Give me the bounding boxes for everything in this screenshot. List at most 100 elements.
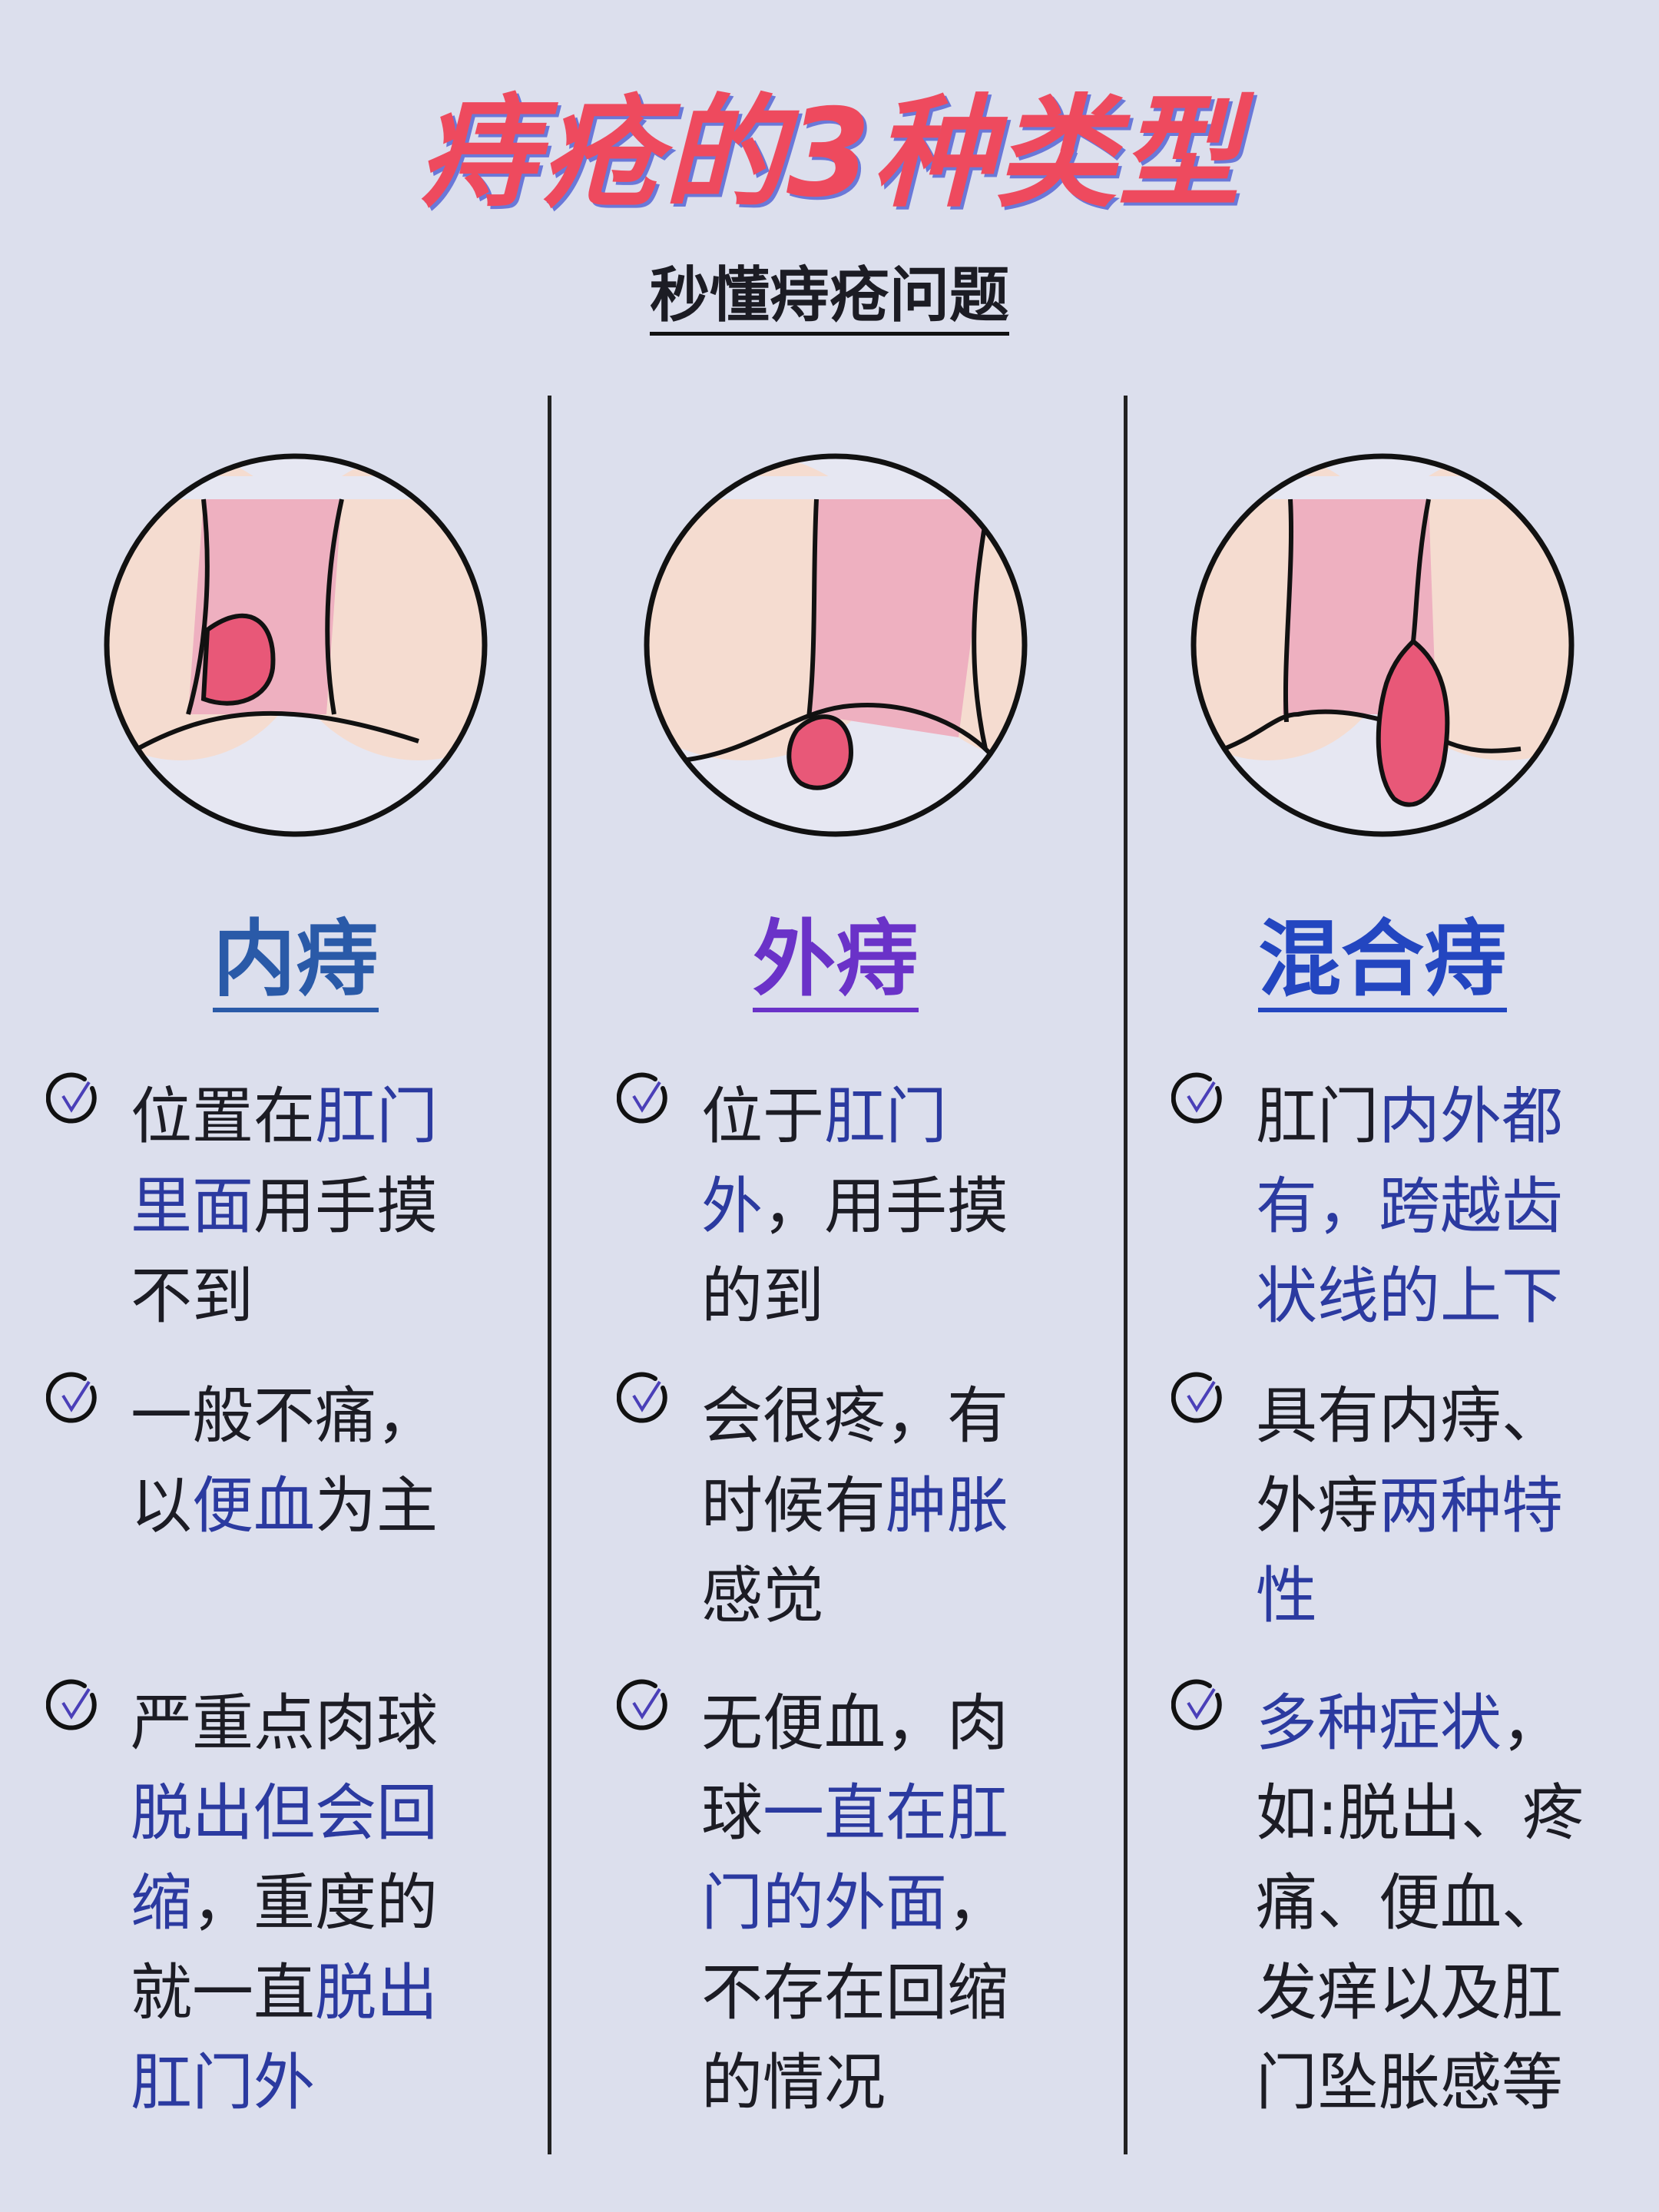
check-circle-icon (617, 1679, 667, 1730)
check-circle-icon (46, 1679, 97, 1730)
highlighted-text: 缩 (131, 1867, 192, 1939)
internal-hemorrhoid-diagram (107, 456, 485, 834)
highlighted-text: 里面 (131, 1171, 253, 1242)
list-item: 具有内痔、外痔两种特性 (1171, 1371, 1659, 1641)
hemorrhoid-illustration (104, 453, 488, 837)
bullet-lines: 多种症状，如:脱出、疼痛、便血、发痒以及肛门坠胀感等 (1256, 1678, 1584, 2128)
bullet-text: 肛门 (1256, 1081, 1379, 1152)
highlighted-text: 门的外面 (701, 1867, 947, 1939)
highlighted-text: 肿胀 (886, 1470, 1008, 1541)
bullet-text: 感觉 (701, 1560, 824, 1631)
bullet-line: 门的外面， (701, 1858, 1008, 1948)
page-title: 痔疮的3种类型 (418, 83, 1241, 224)
bullet-text: 为主 (315, 1470, 438, 1541)
bullet-line: 以便血为主 (131, 1461, 438, 1551)
column-divider (548, 396, 551, 2154)
bullet-text: ，用手摸 (763, 1171, 1008, 1242)
bullet-line: 里面用手摸 (131, 1161, 438, 1251)
bullet-line: 具有内痔、 (1256, 1371, 1563, 1461)
bullet-text: 不到 (131, 1260, 253, 1332)
column-divider (1124, 396, 1128, 2154)
list-item: 一般不痛， 以便血为主 (46, 1371, 568, 1551)
bullet-text: 会很疼，有 (701, 1380, 1008, 1452)
bullet-line: 缩，重度的 (131, 1858, 438, 1948)
list-item: 会很疼，有时候有肿胀感觉 (617, 1371, 1139, 1641)
check-circle-icon (1171, 1679, 1222, 1730)
highlighted-text: 肛门 (315, 1081, 438, 1152)
bullet-line: 的情况 (701, 2038, 1008, 2128)
bullet-line: 严重点肉球 (131, 1678, 438, 1768)
list-item: 多种症状，如:脱出、疼痛、便血、发痒以及肛门坠胀感等 (1171, 1678, 1659, 2128)
bullet-lines: 位于肛门外，用手摸的到 (701, 1071, 1008, 1341)
bullet-line: 肛门外 (131, 2038, 438, 2128)
bullet-line: 感觉 (701, 1551, 1008, 1641)
bullet-line: 的到 (701, 1251, 1008, 1341)
list-item: 无便血，肉球一直在肛门的外面， 不存在回缩的情况 (617, 1678, 1139, 2128)
list-item: 位于肛门外，用手摸的到 (617, 1071, 1139, 1341)
bullet-line: 外痔两种特 (1256, 1461, 1563, 1551)
highlighted-text: 一直在肛 (763, 1777, 1008, 1849)
bullet-lines: 会很疼，有时候有肿胀感觉 (701, 1371, 1008, 1641)
bullet-line: 肛门内外都 (1256, 1071, 1563, 1161)
bullet-line: 痛、便血、 (1256, 1858, 1584, 1948)
bullet-line: 发痒以及肛 (1256, 1948, 1584, 2038)
bullet-lines: 一般不痛， 以便血为主 (131, 1371, 438, 1551)
external-hemorrhoid-diagram (647, 456, 1025, 834)
highlighted-text: 便血 (192, 1470, 315, 1541)
highlighted-text: 多种症状 (1256, 1687, 1502, 1759)
bullet-line: 位置在肛门 (131, 1071, 438, 1161)
bullet-line: 多种症状， (1256, 1678, 1584, 1768)
bullet-line: 不存在回缩 (701, 1948, 1008, 2038)
hemorrhoid-illustration (644, 453, 1028, 837)
highlighted-text: 肛门 (824, 1081, 947, 1152)
bullet-text: 如:脱出、疼 (1256, 1777, 1584, 1849)
bullet-text: 痛、便血、 (1256, 1867, 1563, 1939)
bullet-line: 会很疼，有 (701, 1371, 1008, 1461)
check-circle-icon (1171, 1072, 1222, 1124)
bullet-line: 外，用手摸 (701, 1161, 1008, 1251)
check-circle-icon (46, 1072, 97, 1124)
bullet-text: 具有内痔、 (1256, 1380, 1563, 1452)
type-heading-text: 外痔 (752, 912, 919, 1012)
bullet-lines: 具有内痔、外痔两种特性 (1256, 1371, 1563, 1641)
bullet-line: 时候有肿胀 (701, 1461, 1008, 1551)
bullet-line: 不到 (131, 1251, 438, 1341)
highlighted-text: 脱出但会回 (131, 1777, 438, 1849)
mixed-hemorrhoid-diagram (1194, 456, 1571, 834)
bullet-line: 球一直在肛 (701, 1768, 1008, 1858)
bullet-line: 性 (1256, 1551, 1563, 1641)
bullet-line: 状线的上下 (1256, 1251, 1563, 1341)
highlighted-text: 肛门外 (131, 2047, 315, 2118)
bullet-line: 如:脱出、疼 (1256, 1768, 1584, 1858)
column-external: 外痔 位于肛门外，用手摸的到 会很疼，有时候有肿胀感觉 无便血，肉球一直在肛门的… (601, 445, 1139, 2174)
bullet-lines: 严重点肉球脱出但会回缩，重度的就一直脱出肛门外 (131, 1678, 438, 2128)
bullet-text: ，重度的 (192, 1867, 438, 1939)
bullet-line: 脱出但会回 (131, 1768, 438, 1858)
bullet-lines: 无便血，肉球一直在肛门的外面， 不存在回缩的情况 (701, 1678, 1008, 2128)
hemorrhoid-illustration (1190, 453, 1575, 837)
type-heading: 内痔 (27, 910, 565, 1012)
type-heading-text: 混合痔 (1257, 912, 1507, 1012)
bullet-text: 的情况 (701, 2047, 886, 2118)
list-item: 严重点肉球脱出但会回缩，重度的就一直脱出肛门外 (46, 1678, 568, 2128)
list-item: 肛门内外都有，跨越齿状线的上下 (1171, 1071, 1659, 1341)
bullet-text: 严重点肉球 (131, 1687, 438, 1759)
bullet-text: 时候有 (701, 1470, 886, 1541)
highlighted-text: 有，跨越齿 (1256, 1171, 1563, 1242)
highlighted-text: 性 (1256, 1560, 1317, 1631)
bullet-text: ， (1502, 1687, 1563, 1759)
bullet-text: 就一直 (131, 1957, 315, 2028)
highlighted-text: 内外都 (1379, 1081, 1563, 1152)
check-circle-icon (46, 1372, 97, 1423)
type-heading: 外痔 (567, 910, 1104, 1012)
highlighted-text: 两种特 (1379, 1470, 1563, 1541)
check-circle-icon (617, 1372, 667, 1423)
bullet-line: 一般不痛， (131, 1371, 438, 1461)
bullet-text: 一般不痛， (131, 1380, 438, 1452)
bullet-line: 就一直脱出 (131, 1948, 438, 2038)
bullet-text: 无便血，肉 (701, 1687, 1008, 1759)
bullet-text: 不存在回缩 (701, 1957, 1008, 2028)
check-circle-icon (617, 1072, 667, 1124)
bullet-line: 无便血，肉 (701, 1678, 1008, 1768)
highlighted-text: 脱出 (315, 1957, 438, 2028)
